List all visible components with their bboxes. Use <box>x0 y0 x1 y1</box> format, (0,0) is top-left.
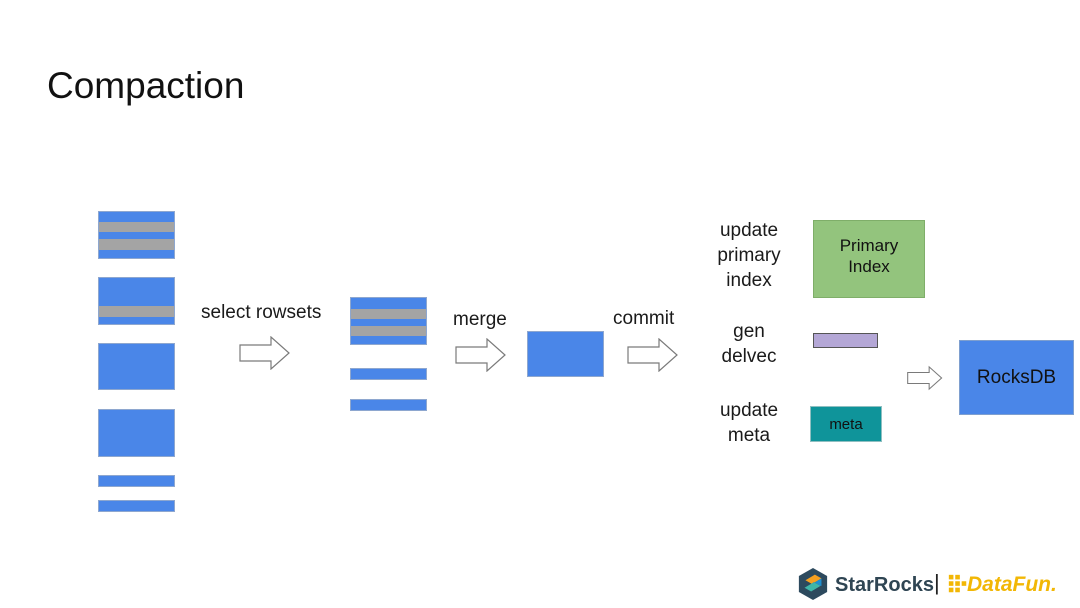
delvec-box <box>813 333 878 348</box>
page-title: Compaction <box>47 65 245 106</box>
rowset-block <box>350 368 427 380</box>
commit-label: commit <box>613 308 675 329</box>
select-rowsets-label: select rowsets <box>201 302 322 323</box>
rowset-block <box>98 475 175 487</box>
rocksdb-box: RocksDB <box>959 340 1074 415</box>
rowset-block <box>350 297 427 345</box>
merged-rowset-block <box>527 331 604 377</box>
rowset-block <box>98 409 175 457</box>
starrocks-wordmark: StarRocks <box>835 574 934 596</box>
update-primary-index-label: update primary index <box>717 220 781 291</box>
hollow-right-arrow-icon <box>455 338 506 372</box>
merge-label: merge <box>453 309 507 330</box>
deleted-rows-stripe <box>99 239 174 250</box>
footer-branding: StarRocks | DataFun. <box>797 565 1067 605</box>
deleted-rows-stripe <box>351 326 426 336</box>
rowset-block <box>98 277 175 325</box>
hollow-right-arrow-icon <box>627 338 678 372</box>
starrocks-logo-icon <box>798 568 828 600</box>
datafun-logo-icon <box>948 574 967 593</box>
update-meta-label: update meta <box>719 400 779 446</box>
hollow-right-arrow-icon <box>907 365 943 391</box>
gen-delvec-label: gen delvec <box>721 321 777 367</box>
datafun-wordmark: DataFun. <box>967 573 1057 596</box>
rowset-block <box>98 211 175 259</box>
primary-index-box: Primary Index <box>813 220 925 298</box>
hollow-right-arrow-icon <box>239 336 290 370</box>
rowset-block <box>98 343 175 390</box>
meta-box: meta <box>810 406 882 442</box>
rowset-block <box>350 399 427 411</box>
brand-separator: | <box>934 570 940 595</box>
rowset-block <box>98 500 175 512</box>
deleted-rows-stripe <box>351 309 426 319</box>
deleted-rows-stripe <box>99 306 174 317</box>
deleted-rows-stripe <box>99 222 174 232</box>
